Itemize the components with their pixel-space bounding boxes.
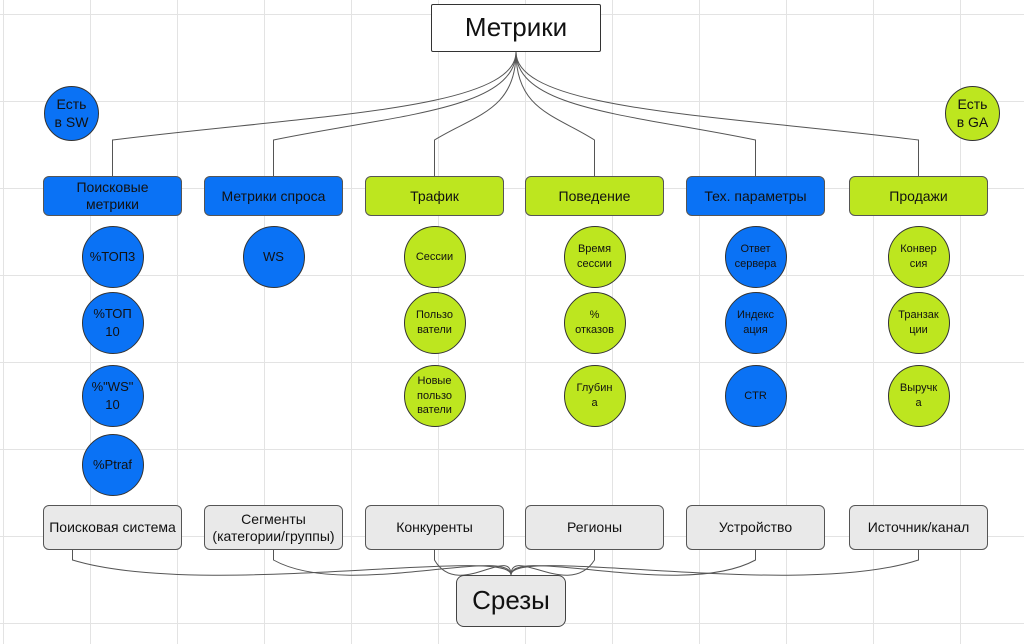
- connector-curve: [515, 51, 756, 176]
- metric-circle: Глубин а: [563, 365, 626, 427]
- metric-circle: %"WS" 10: [81, 365, 144, 427]
- legend-badge-sw: Есть в SW: [44, 86, 99, 141]
- metric-circle: Время сессии: [563, 226, 626, 288]
- connector-curve: [510, 550, 919, 576]
- metric-circle: Сессии: [403, 226, 466, 288]
- legend-badge-ga: Есть в GA: [945, 86, 1000, 141]
- slice-box: Сегменты (категории/группы): [204, 505, 343, 550]
- category-box: Трафик: [365, 176, 504, 216]
- connector-curve: [434, 550, 512, 576]
- metric-circle: CTR: [724, 365, 787, 427]
- slice-box: Устройство: [686, 505, 825, 550]
- metric-circle: Транзак ции: [887, 292, 950, 354]
- connector-curve: [72, 550, 512, 576]
- metric-circle: Пользо ватели: [403, 292, 466, 354]
- metric-circle: Новые пользо ватели: [403, 365, 466, 427]
- category-box: Поведение: [525, 176, 664, 216]
- connector-curve: [112, 51, 517, 176]
- slice-box: Источник/канал: [849, 505, 988, 550]
- slice-box: Поисковая система: [43, 505, 182, 550]
- category-box: Метрики спроса: [204, 176, 343, 216]
- category-box: Тех. параметры: [686, 176, 825, 216]
- metric-circle: % отказов: [563, 292, 626, 354]
- connector-curve: [273, 550, 512, 576]
- metric-circle: Выручк а: [887, 365, 950, 427]
- metric-circle: Ответ сервера: [724, 226, 787, 288]
- metric-circle: WS: [242, 226, 305, 288]
- metric-circle: Индекс ация: [724, 292, 787, 354]
- metric-circle: %Ptraf: [81, 434, 144, 496]
- slice-box: Конкуренты: [365, 505, 504, 550]
- metrics-title: Метрики: [431, 4, 601, 52]
- slice-box: Регионы: [525, 505, 664, 550]
- connector-curve: [515, 51, 919, 176]
- metric-circle: %ТОП3: [81, 226, 144, 288]
- connector-curve: [510, 550, 756, 576]
- metric-circle: %ТОП 10: [81, 292, 144, 354]
- connector-curve: [510, 550, 595, 576]
- connector-curve: [434, 51, 517, 176]
- category-box: Поисковые метрики: [43, 176, 182, 216]
- metric-circle: Конвер сия: [887, 226, 950, 288]
- category-box: Продажи: [849, 176, 988, 216]
- connector-curve: [273, 51, 517, 176]
- slices-title: Срезы: [456, 575, 566, 627]
- connector-curve: [515, 51, 595, 176]
